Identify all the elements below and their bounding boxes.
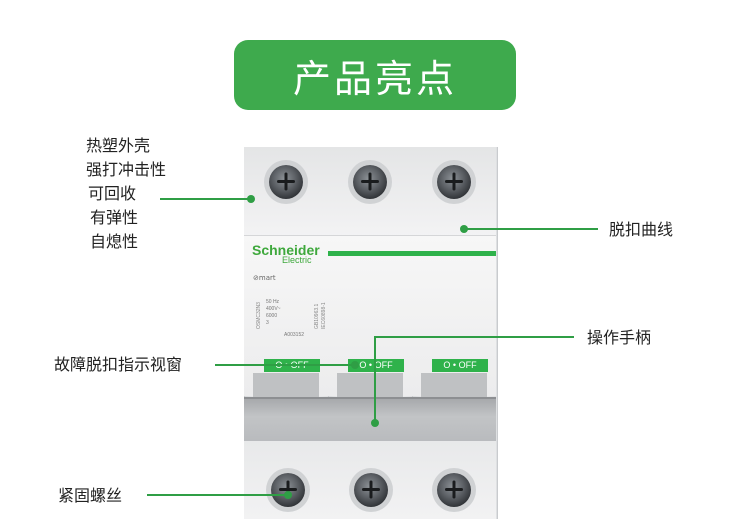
standard-text-1: GB10963.1: [314, 303, 320, 329]
screws-label: 紧固螺丝: [58, 486, 123, 505]
fault-indicator-2: O • OFF: [348, 359, 404, 372]
page-title: 产品亮点: [292, 56, 457, 101]
handle-leader-dot: [371, 419, 379, 427]
brand-name: Schneider: [252, 242, 320, 258]
shell-feature-line-2: 强打冲击性: [86, 160, 167, 179]
handle-leader-vertical: [374, 336, 376, 422]
top-screw-2: [353, 165, 387, 199]
fault-indicator-3: O • OFF: [432, 359, 488, 372]
standard-text-2: IEC60898-1: [321, 302, 327, 329]
shell-feature-line-1: 热塑外壳: [86, 136, 151, 155]
spec-rating: 6000: [266, 313, 278, 319]
top-screw-1: [269, 165, 303, 199]
brand-logo: Schneider Electric: [252, 242, 332, 265]
brand-sub: Electric: [282, 255, 312, 265]
product-line-text: mart: [258, 274, 276, 282]
spec-voltage: 400V~: [266, 306, 281, 312]
product-line: ⊘mart: [253, 274, 276, 282]
shell-feature-line-3: 可回收: [88, 184, 137, 203]
shell-leader-dot: [247, 195, 255, 203]
screws-leader-line: [147, 494, 287, 496]
trip-curve-strip: [328, 251, 496, 256]
model-text: OSMC32N3: [256, 302, 262, 329]
top-screw-3: [437, 165, 471, 199]
operating-handle[interactable]: [244, 397, 496, 443]
fault-window-leader-dot: [351, 361, 359, 369]
bottom-screw-2: [354, 473, 388, 507]
shell-feature-line-5: 自熄性: [90, 232, 139, 251]
shell-feature-label: 热塑外壳 强打冲击性 可回收 有弹性 自熄性: [86, 134, 166, 254]
trip-curve-label: 脱扣曲线: [609, 220, 674, 239]
title-banner: 产品亮点: [234, 40, 516, 110]
trip-curve-leader-line: [464, 228, 598, 230]
spec-cert: A003152: [284, 332, 305, 338]
spec-block: 50 Hz 400V~ 6000 3: [266, 299, 281, 327]
bottom-screw-3: [437, 473, 471, 507]
handle-leader-line: [374, 336, 574, 338]
bottom-screw-1: [271, 473, 305, 507]
shell-leader-line: [160, 198, 250, 200]
fault-window-leader-line: [215, 364, 355, 366]
spec-freq: 50 Hz: [266, 299, 280, 305]
spec-class: 3: [266, 320, 269, 326]
fault-window-label: 故障脱扣指示视窗: [54, 355, 183, 374]
screws-leader-dot: [284, 491, 292, 499]
circuit-breaker: Schneider Electric ⊘mart 50 Hz 400V~ 600…: [244, 147, 498, 519]
shell-feature-line-4: 有弹性: [90, 208, 139, 227]
handle-label: 操作手柄: [587, 328, 652, 347]
